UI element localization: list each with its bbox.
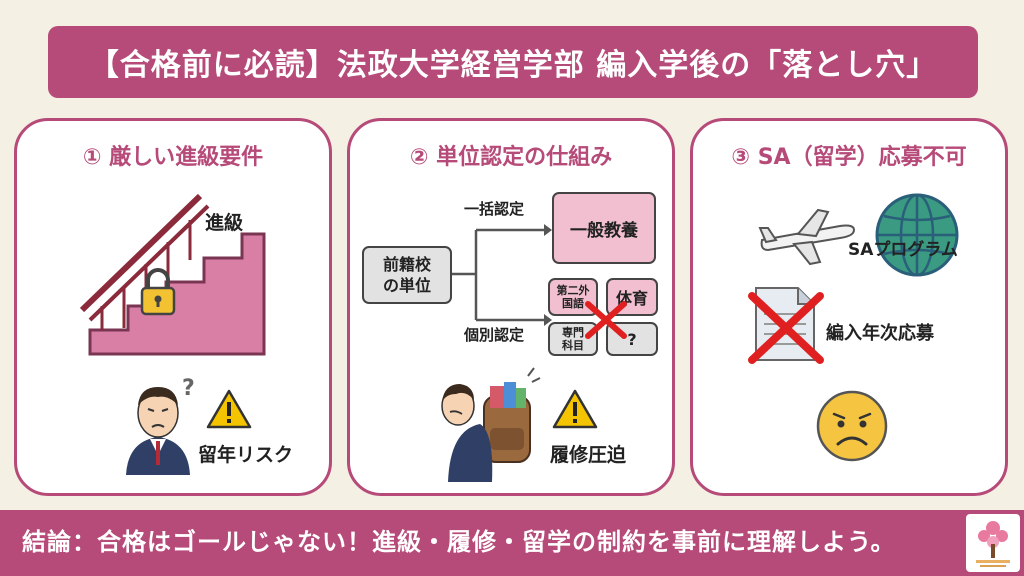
apply-label: 編入年次応募	[826, 323, 934, 344]
globe-icon	[875, 193, 959, 277]
stairs-label: 進級	[205, 212, 244, 234]
branch-bottom-label: 個別認定	[464, 326, 525, 344]
pressure-label: 履修圧迫	[550, 444, 627, 466]
conclusion-bar	[0, 510, 1024, 576]
branch-top-label: 一括認定	[464, 200, 525, 218]
stairs-icon	[79, 193, 266, 356]
card-title: ③ SA（留学）応募不可	[731, 145, 967, 170]
sa-program-label: SAプログラム	[848, 240, 958, 260]
card-title: ② 単位認定の仕組み	[409, 145, 613, 170]
sad-face-icon	[816, 390, 888, 462]
major-subjects-box: 専門科目	[548, 322, 598, 356]
risk-label: 留年リスク	[198, 444, 294, 466]
lock-icon	[140, 268, 176, 316]
warning-icon	[206, 389, 252, 429]
warning-icon	[552, 389, 598, 429]
logo-icon	[966, 514, 1020, 572]
source-credits-box: 前籍校の単位	[362, 246, 452, 304]
page-title: 【合格前に必読】法政大学経営学部 編入学後の「落とし穴」	[48, 26, 978, 98]
arrow-icon	[452, 224, 552, 326]
cross-icon	[748, 292, 824, 364]
second-language-box: 第二外国語	[548, 278, 598, 316]
card-title: ① 厳しい進級要件	[82, 145, 264, 170]
general-education-box: 一般教養	[552, 192, 656, 264]
cross-icon	[585, 301, 627, 339]
worried-student-icon: ?	[126, 376, 195, 475]
airplane-icon	[758, 208, 856, 266]
svg-text:?: ?	[182, 376, 195, 401]
burdened-student-icon	[441, 367, 541, 482]
conclusion-text: 結論：合格はゴールじゃない！進級・履修・留学の制約を事前に理解しよう。	[22, 528, 896, 556]
source-credits-label: 前籍校の単位	[382, 255, 431, 295]
